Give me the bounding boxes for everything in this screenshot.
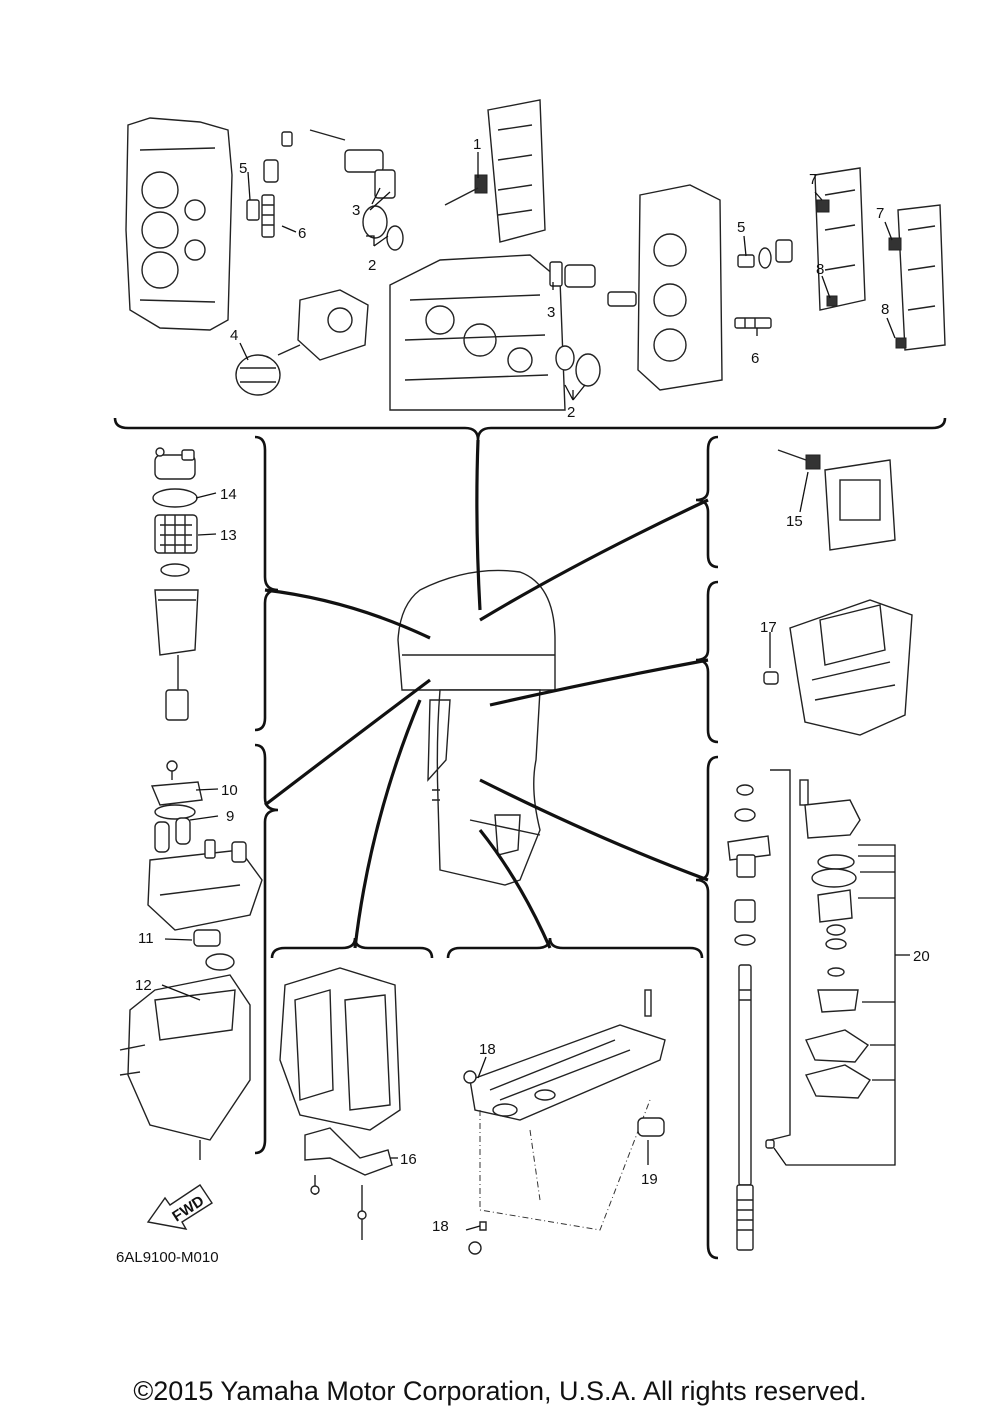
exhaust-manifold-17	[763, 599, 913, 736]
callout-labels: 1 2 2 3 3 4 5 5 6 6 7 7 8 8 14 13 10 9 1…	[135, 136, 930, 1235]
callout-5: 5	[239, 160, 247, 177]
callout-17: 17	[760, 619, 777, 636]
top-section-bracket	[113, 417, 947, 441]
callout-13: 13	[220, 527, 237, 544]
thermostat-housing-right	[549, 261, 637, 387]
callout-5: 5	[737, 219, 745, 236]
callout-2: 2	[368, 257, 376, 274]
callout-4: 4	[230, 327, 238, 344]
callout-1: 1	[473, 136, 481, 153]
callout-16: 16	[400, 1151, 417, 1168]
exhaust-cover-bracket	[695, 435, 719, 569]
callout-15: 15	[786, 513, 803, 530]
swivel-bracket-bracket	[270, 937, 434, 959]
copyright-notice: ©2015 Yamaha Motor Corporation, U.S.A. A…	[133, 1376, 867, 1406]
fuel-filter-assembly	[152, 447, 199, 721]
callout-3: 3	[547, 304, 555, 321]
anode-1	[444, 99, 546, 243]
callout-8: 8	[881, 301, 889, 318]
callout-7: 7	[809, 171, 817, 188]
swivel-bracket-16	[279, 967, 401, 1240]
drive-shaft	[727, 769, 791, 1251]
water-pump-bracket	[695, 755, 719, 1260]
exhaust-cover-15	[777, 449, 896, 551]
vapor-separator-bracket	[254, 743, 279, 1155]
spark-plug-left	[246, 131, 293, 238]
callout-11: 11	[138, 930, 154, 947]
callout-19: 19	[641, 1171, 658, 1188]
lower-unit-18-19	[463, 989, 666, 1255]
callout-3: 3	[352, 202, 360, 219]
water-pump-20	[765, 779, 871, 1149]
callout-6: 6	[751, 350, 759, 367]
callout-2: 2	[567, 404, 575, 421]
exhaust-covers	[814, 167, 946, 351]
spark-plug-right	[734, 239, 793, 329]
callout-20: 20	[913, 948, 930, 965]
exhaust-manifold-bracket	[695, 580, 719, 744]
callout-18: 18	[432, 1218, 449, 1235]
callout-12: 12	[135, 977, 152, 994]
callout-6: 6	[298, 225, 306, 242]
callout-18: 18	[479, 1041, 496, 1058]
callout-8: 8	[816, 261, 824, 278]
cylinder-head-left	[125, 117, 233, 331]
callout-7: 7	[876, 205, 884, 222]
fwd-arrow	[146, 1184, 213, 1230]
diagram-code: 6AL9100-M010	[116, 1249, 219, 1266]
fuel-filter-bracket	[254, 435, 279, 732]
engine-block	[389, 254, 566, 411]
lower-unit-bracket	[446, 937, 704, 959]
callout-14: 14	[220, 486, 237, 503]
oil-filter-housing	[235, 289, 369, 396]
vapor-separator-assembly	[119, 760, 263, 1160]
callout-9: 9	[226, 808, 234, 825]
thermostat-housing-left	[309, 129, 404, 251]
callout-10: 10	[221, 782, 238, 799]
outboard-motor-silhouette	[397, 569, 556, 886]
cylinder-head-right	[637, 184, 723, 391]
